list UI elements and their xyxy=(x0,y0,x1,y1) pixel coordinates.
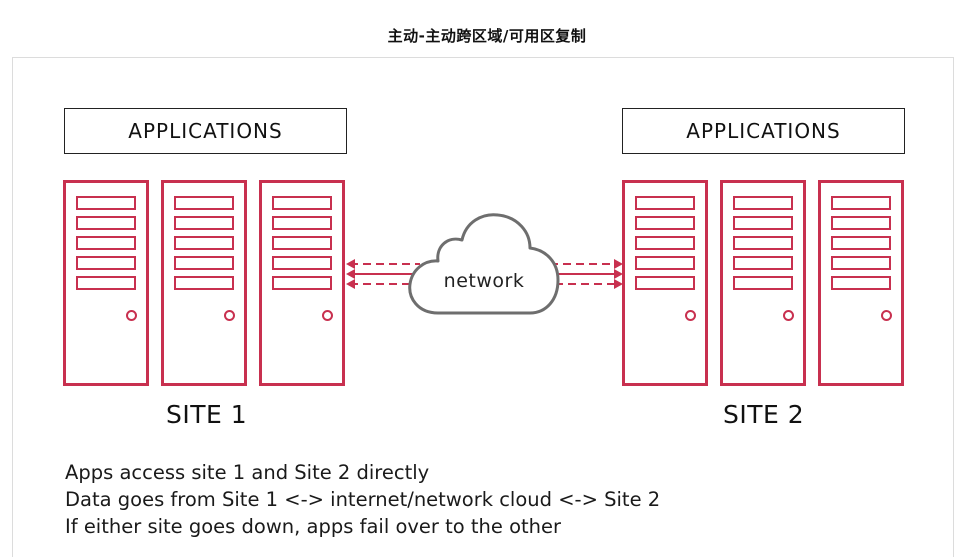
drive-bay xyxy=(174,196,234,210)
network-label: network xyxy=(443,270,525,292)
arrowhead-icon xyxy=(614,259,623,269)
power-led-icon xyxy=(126,310,137,321)
power-led-icon xyxy=(322,310,333,321)
arrowhead-icon xyxy=(614,279,623,289)
site-2-applications-box: APPLICATIONS xyxy=(622,108,905,154)
site-1-label: SITE 1 xyxy=(166,400,248,429)
drive-bay xyxy=(635,196,695,210)
diagram-title: 主动-主动跨区域/可用区复制 xyxy=(387,27,587,45)
power-led-icon xyxy=(224,310,235,321)
site-2-server-1 xyxy=(622,180,708,386)
arrowhead-icon xyxy=(346,269,355,279)
drive-bay xyxy=(733,276,793,290)
note-line: Apps access site 1 and Site 2 directly xyxy=(65,461,430,484)
drive-bay xyxy=(272,276,332,290)
drive-bay xyxy=(272,196,332,210)
drive-bay xyxy=(635,236,695,250)
network-links xyxy=(346,213,623,315)
drive-bay xyxy=(272,256,332,270)
drive-bay xyxy=(831,216,891,230)
cloud-icon xyxy=(408,213,560,315)
note-line: Data goes from Site 1 <-> internet/netwo… xyxy=(65,488,661,511)
site-1-server-3 xyxy=(259,180,345,386)
drive-bay xyxy=(635,276,695,290)
drive-bay xyxy=(733,216,793,230)
drive-bay xyxy=(76,196,136,210)
drive-bay xyxy=(831,256,891,270)
drive-bay xyxy=(76,216,136,230)
drive-bay xyxy=(272,236,332,250)
power-led-icon xyxy=(685,310,696,321)
drive-bay xyxy=(733,196,793,210)
drive-bay xyxy=(831,276,891,290)
drive-bay xyxy=(733,236,793,250)
drive-bay xyxy=(174,256,234,270)
arrowhead-icon xyxy=(346,259,355,269)
power-led-icon xyxy=(881,310,892,321)
drive-bay xyxy=(831,196,891,210)
drive-bay xyxy=(635,216,695,230)
drive-bay xyxy=(76,276,136,290)
drive-bay xyxy=(733,256,793,270)
site-2-server-3 xyxy=(818,180,904,386)
arrowhead-icon xyxy=(614,269,623,279)
note-line: If either site goes down, apps fail over… xyxy=(65,515,562,538)
notes: Apps access site 1 and Site 2 directly D… xyxy=(65,459,660,540)
drive-bay xyxy=(174,236,234,250)
drive-bay xyxy=(831,236,891,250)
site-1-server-2 xyxy=(161,180,247,386)
drive-bay xyxy=(635,256,695,270)
arrowhead-icon xyxy=(346,279,355,289)
drive-bay xyxy=(174,216,234,230)
site-1-server-1 xyxy=(63,180,149,386)
site-2-server-2 xyxy=(720,180,806,386)
drive-bay xyxy=(76,256,136,270)
drive-bay xyxy=(76,236,136,250)
drive-bay xyxy=(174,276,234,290)
drive-bay xyxy=(272,216,332,230)
power-led-icon xyxy=(783,310,794,321)
diagram-frame xyxy=(12,57,954,557)
site-1-applications-box: APPLICATIONS xyxy=(64,108,347,154)
site-2-label: SITE 2 xyxy=(723,400,805,429)
